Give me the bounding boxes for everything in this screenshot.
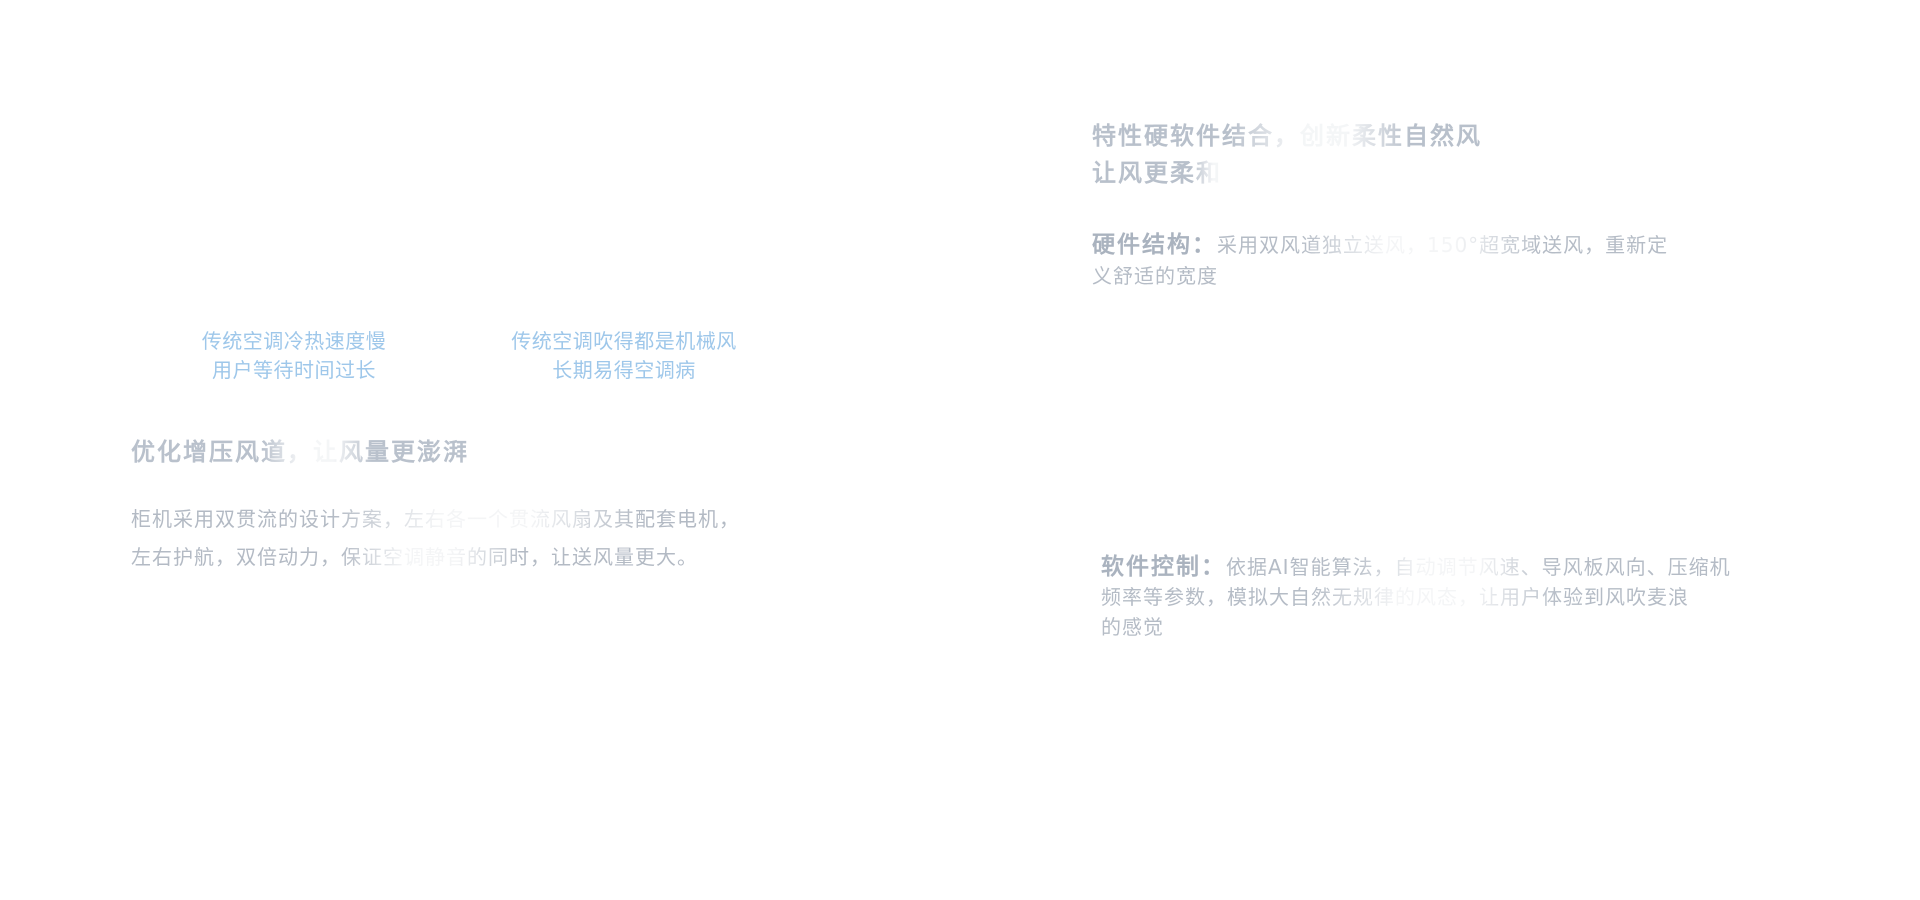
hardware-structure-text: 硬件结构：采用双风道独立送风，150°超宽域送风，重新定 义舒适的宽度 [1092,230,1772,292]
right-title-line-1: 特性硬软件结合，创新柔性自然风 [1092,122,1482,150]
hardware-line-1: 采用双风道独立送风，150°超宽域送风，重新定 [1217,233,1669,257]
software-lead: 软件控制： [1101,554,1226,580]
section-body-airflow: 柜机采用双贯流的设计方案，左右各一个贯流风扇及其配套电机， 左右护航，双倍动力，… [131,500,811,576]
software-line-1: 依据AI智能算法，自动调节风速、导风板风向、压缩机 [1226,555,1731,579]
caption-2-line-1: 传统空调吹得都是机械风 [511,329,737,353]
caption-slow-speed: 传统空调冷热速度慢 用户等待时间过长 [180,327,408,385]
left-body-line-2: 左右护航，双倍动力，保证空调静音的同时，让送风量更大。 [131,545,698,569]
caption-2-line-2: 长期易得空调病 [552,358,696,382]
caption-1-line-2: 用户等待时间过长 [212,358,376,382]
hardware-line-2: 义舒适的宽度 [1092,264,1218,288]
software-line-2: 频率等参数，模拟大自然无规律的风态，让用户体验到风吹麦浪 [1101,585,1689,609]
section-title-natural-wind: 特性硬软件结合，创新柔性自然风 让风更柔和 [1092,118,1482,192]
section-title-airflow: 优化增压风道，让风量更澎湃 [131,438,469,466]
right-title-line-2: 让风更柔和 [1092,159,1222,187]
software-line-3: 的感觉 [1101,615,1164,639]
hardware-lead: 硬件结构： [1092,232,1217,258]
software-control-text: 软件控制：依据AI智能算法，自动调节风速、导风板风向、压缩机 频率等参数，模拟大… [1101,552,1771,642]
caption-mechanical-wind: 传统空调吹得都是机械风 长期易得空调病 [494,327,754,385]
caption-1-line-1: 传统空调冷热速度慢 [201,329,387,353]
left-body-line-1: 柜机采用双贯流的设计方案，左右各一个贯流风扇及其配套电机， [131,507,740,531]
